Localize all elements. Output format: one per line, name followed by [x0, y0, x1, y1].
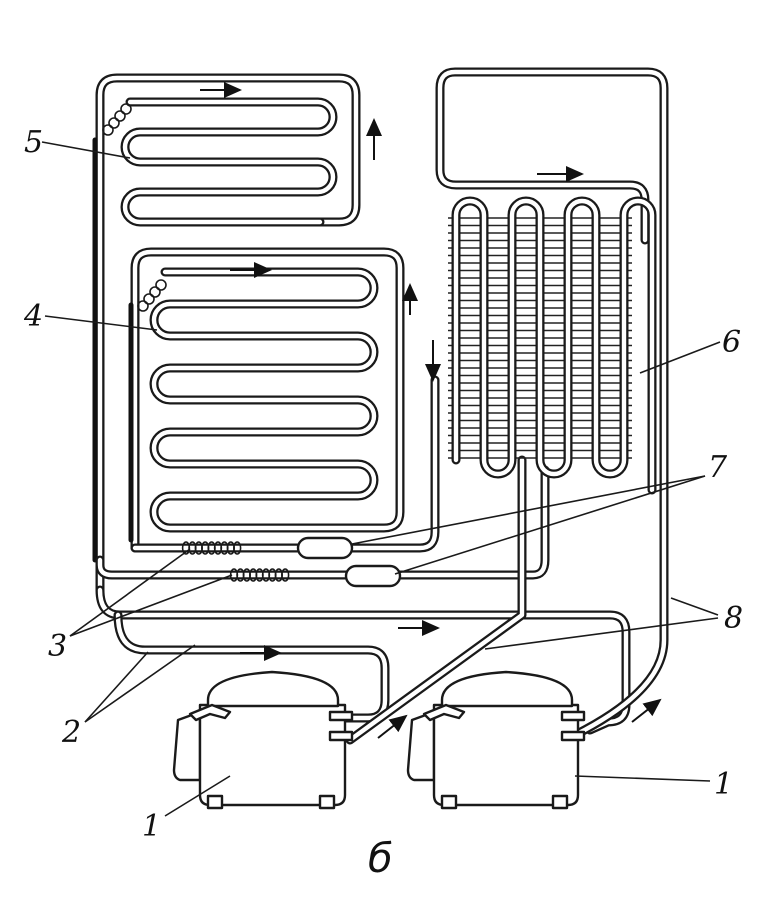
condenser — [448, 196, 657, 495]
label-6: 6 — [722, 325, 741, 360]
lower-evaporator — [130, 247, 405, 553]
coil-loop — [233, 541, 242, 555]
coil-lower — [137, 279, 167, 312]
upper-evaporator — [95, 73, 361, 595]
compressor-right — [406, 670, 586, 810]
label-7: 7 — [708, 450, 728, 485]
label-8: 8 — [724, 601, 743, 636]
leader-lines — [41, 141, 721, 817]
label-5: 5 — [24, 125, 43, 160]
label-1-right: 1 — [714, 767, 733, 802]
label-4: 4 — [23, 299, 43, 334]
filter-dryers — [296, 536, 402, 588]
label-3: 3 — [48, 629, 67, 664]
compressor-left — [172, 670, 354, 810]
figure-caption: б — [368, 836, 393, 882]
coil-upper — [102, 103, 132, 136]
label-2: 2 — [61, 715, 81, 750]
coil-loop — [281, 568, 290, 582]
label-1-left: 1 — [142, 809, 161, 844]
flow-arrows — [200, 82, 662, 739]
